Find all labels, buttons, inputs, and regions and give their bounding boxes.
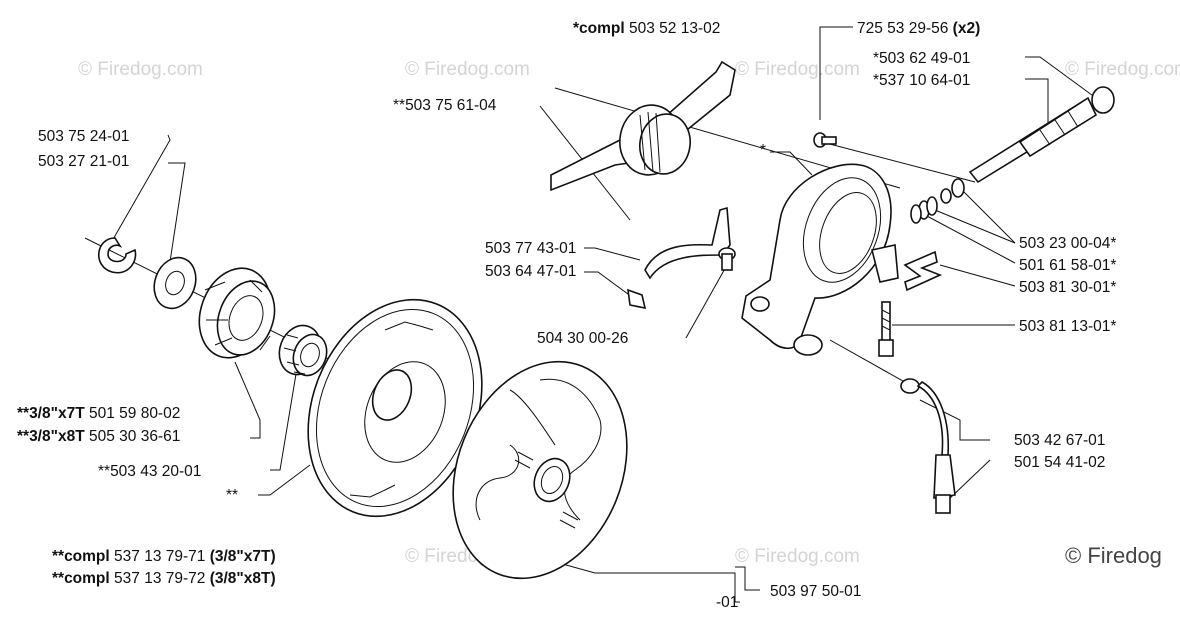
watermark: © Firedog.com bbox=[405, 59, 530, 80]
label-compl-8t-prefix: **compl bbox=[52, 570, 110, 587]
leader-503-27-21 bbox=[167, 162, 186, 276]
label-compl-8t-suffix: (3/8"x8T) bbox=[210, 570, 276, 587]
leader-screw bbox=[819, 26, 853, 120]
leader-503-77-43 bbox=[584, 247, 641, 261]
label-compl-top: *compl 503 52 13-02 bbox=[573, 20, 720, 37]
leader-dstar bbox=[258, 464, 311, 496]
label-504-30-00-26: 504 30 00-26 bbox=[537, 330, 628, 347]
label-compl-top-number: 503 52 13-02 bbox=[625, 20, 721, 37]
leader-503-23-00-a bbox=[959, 187, 1016, 244]
label-537-10-64-01: *537 10 64-01 bbox=[873, 72, 970, 89]
watermark: © Firedog.com bbox=[78, 59, 203, 80]
adjust-screw bbox=[878, 301, 894, 357]
leader-503-42-67 bbox=[919, 399, 990, 441]
leader-503-23-00-b bbox=[934, 209, 1016, 244]
hose-axis-line bbox=[829, 339, 911, 386]
leader-lines bbox=[99, 26, 1097, 603]
label-compl-7t: **compl 537 13 79-71 (3/8"x7T) bbox=[52, 548, 276, 565]
leader-504-30-00 bbox=[685, 264, 728, 339]
leader-503-64-47 bbox=[584, 271, 637, 301]
direction-arrow-icon bbox=[903, 250, 943, 292]
label-star: * bbox=[760, 142, 766, 159]
watermark: © Firedog.com bbox=[735, 546, 860, 567]
label-503-75-61-04: **503 75 61-04 bbox=[393, 97, 497, 114]
oil-hose bbox=[900, 378, 956, 514]
washer bbox=[153, 256, 197, 310]
label-503-42-67-01: 503 42 67-01 bbox=[1014, 432, 1105, 449]
label-503-23-00-04: 503 23 00-04* bbox=[1019, 235, 1116, 252]
pump-shaft bbox=[968, 86, 1115, 184]
watermarks: © Firedog.com © Firedog.com © Firedog.co… bbox=[78, 59, 1180, 568]
label-compl-7t-suffix: (3/8"x7T) bbox=[210, 548, 276, 565]
label-503-27-21-01: 503 27 21-01 bbox=[38, 153, 129, 170]
label-503-97-50-01: 503 97 50-01 bbox=[770, 583, 861, 600]
leader-503-75-24 bbox=[99, 134, 171, 263]
leader-clutch bbox=[547, 559, 740, 603]
pump-seals bbox=[910, 178, 965, 224]
leader-503-97-50 bbox=[735, 566, 760, 591]
label-compl-8t-number: 537 13 79-72 bbox=[110, 570, 210, 587]
label-sprocket-7t: **3/8"x7T 501 59 80-02 bbox=[17, 405, 180, 422]
leader-501-61-58 bbox=[924, 214, 1016, 264]
label-partial-01: -01 bbox=[716, 594, 738, 611]
label-503-64-47-01: 503 64 47-01 bbox=[485, 263, 576, 280]
leader-503-81-30 bbox=[939, 264, 1016, 287]
labels: *compl 503 52 13-02 725 53 29-56 (x2) *5… bbox=[17, 20, 1116, 611]
label-screw-number: 725 53 29-56 bbox=[857, 20, 953, 37]
label-501-61-58-01: 501 61 58-01* bbox=[1019, 257, 1116, 274]
watermark: © Firedog.com bbox=[1065, 59, 1180, 80]
label-compl-7t-number: 537 13 79-71 bbox=[110, 548, 210, 565]
watermark: © Firedog.com bbox=[735, 59, 860, 80]
label-screw-qty: (x2) bbox=[953, 20, 981, 37]
label-sprocket-7t-number: 501 59 80-02 bbox=[85, 405, 181, 422]
screw-axis-line bbox=[821, 141, 976, 183]
clutch-shoes bbox=[452, 360, 628, 580]
label-503-77-43-01: 503 77 43-01 bbox=[485, 240, 576, 257]
label-sprocket-8t-prefix: **3/8"x8T bbox=[17, 428, 85, 445]
leader-503-62-49 bbox=[1025, 56, 1097, 99]
circlip bbox=[97, 237, 137, 274]
leader-503-43-20 bbox=[270, 349, 301, 471]
label-503-75-24-01: 503 75 24-01 bbox=[38, 128, 129, 145]
label-sprocket-8t: **3/8"x8T 505 30 36-61 bbox=[17, 428, 180, 445]
label-screw: 725 53 29-56 (x2) bbox=[857, 20, 980, 37]
label-compl-top-prefix: *compl bbox=[573, 20, 625, 37]
pump-driver bbox=[550, 60, 736, 192]
screw bbox=[813, 132, 837, 148]
watermark-corner: © Firedog bbox=[1065, 543, 1162, 568]
label-503-62-49-01: *503 62 49-01 bbox=[873, 50, 970, 67]
label-compl-8t: **compl 537 13 79-72 (3/8"x8T) bbox=[52, 570, 276, 587]
label-double-star: ** bbox=[226, 487, 238, 504]
label-compl-7t-prefix: **compl bbox=[52, 548, 110, 565]
leader-537-10-64 bbox=[1025, 78, 1049, 142]
leader-sprocket bbox=[234, 361, 261, 439]
label-503-43-20-01: **503 43 20-01 bbox=[98, 463, 201, 480]
label-sprocket-7t-prefix: **3/8"x7T bbox=[17, 405, 85, 422]
sprocket-rim bbox=[198, 267, 276, 359]
leader-star bbox=[770, 151, 813, 176]
label-503-81-30-01: 503 81 30-01* bbox=[1019, 279, 1116, 296]
oil-pipe bbox=[627, 206, 736, 310]
label-503-81-13-01: 503 81 13-01* bbox=[1019, 318, 1116, 335]
oil-pump-housing bbox=[741, 163, 899, 356]
label-501-54-41-02: 501 54 41-02 bbox=[1014, 454, 1105, 471]
needle-bearing bbox=[278, 324, 328, 377]
label-sprocket-8t-number: 505 30 36-61 bbox=[85, 428, 181, 445]
clutch-drum bbox=[307, 298, 483, 518]
